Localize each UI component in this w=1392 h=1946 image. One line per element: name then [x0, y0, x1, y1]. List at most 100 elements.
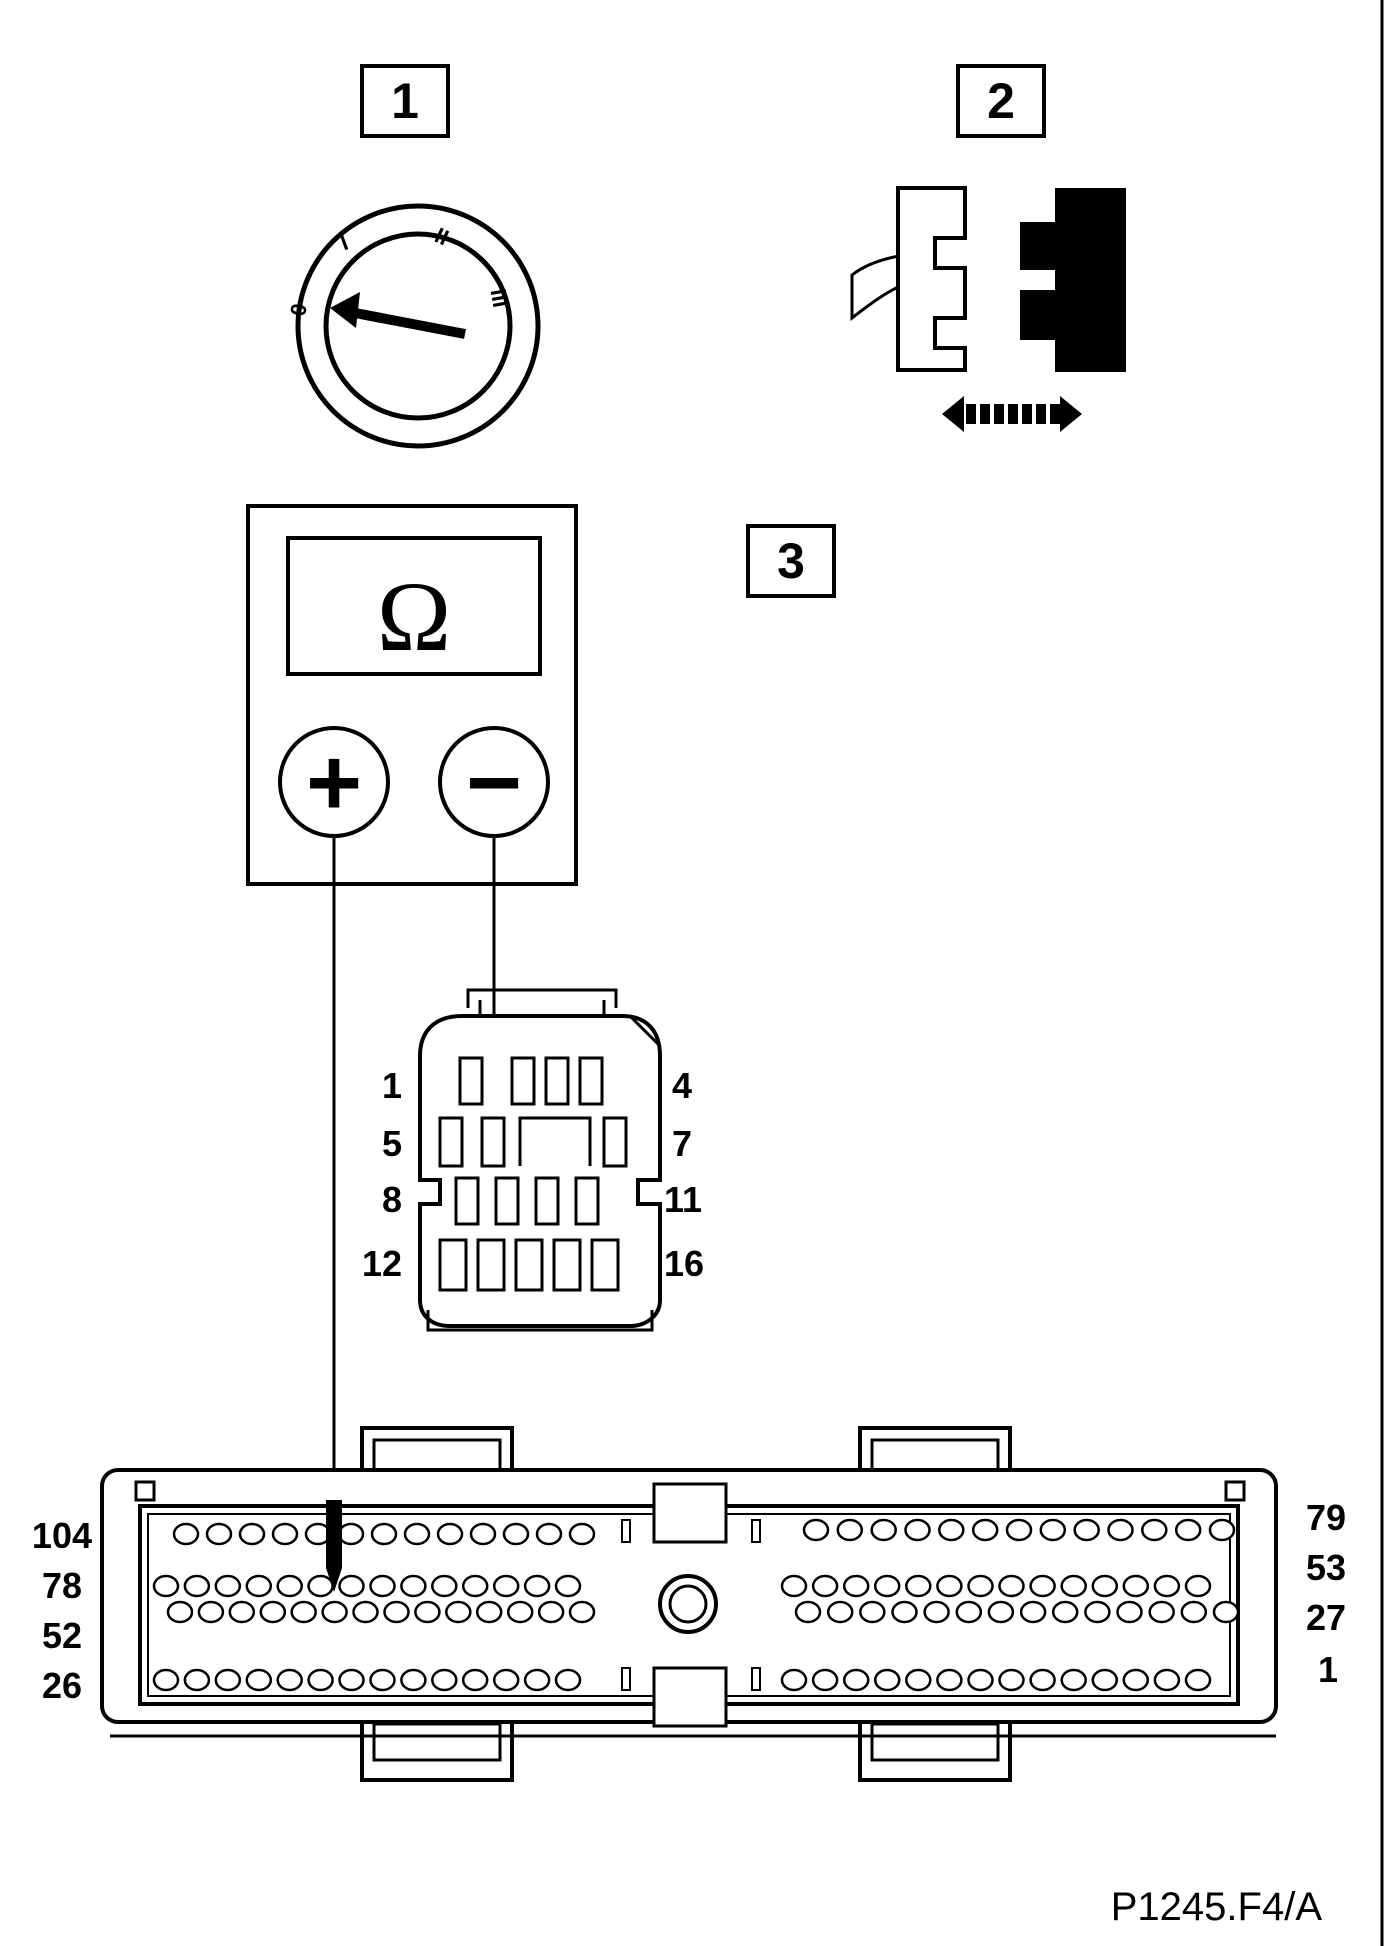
ecu-pin — [811, 1668, 839, 1692]
ecu-pin — [923, 1600, 950, 1624]
ecu-pin — [461, 1668, 489, 1692]
ecu-pin-label-78: 78 — [42, 1565, 82, 1606]
ecu-pin — [1091, 1668, 1119, 1692]
ecu-pin — [152, 1574, 180, 1598]
ecu-pin — [554, 1574, 582, 1598]
switch-position-3: III — [486, 287, 514, 309]
ecu-pin — [245, 1668, 273, 1692]
ecu-pin — [469, 1522, 497, 1546]
step-3-box — [746, 524, 836, 598]
ecu-pin — [431, 1668, 458, 1692]
ecu-pin — [492, 1574, 520, 1598]
pin-label-5: 5 — [382, 1123, 402, 1164]
switch-position-0: 0 — [285, 302, 312, 318]
connector-16-pin-labels: 1 5 8 12 4 7 11 16 — [362, 1065, 704, 1284]
ecu-pin — [1208, 1518, 1236, 1542]
ecu-pin — [905, 1574, 932, 1598]
pin-label-11: 11 — [664, 1179, 702, 1220]
ecu-pin — [891, 1600, 918, 1624]
ecu-pin — [152, 1668, 180, 1692]
ecu-pin — [938, 1518, 965, 1542]
ecu-pin — [338, 1574, 365, 1598]
ecu-pin — [568, 1600, 596, 1624]
ecu-pin — [1153, 1574, 1181, 1598]
ecu-pin — [1180, 1600, 1208, 1624]
ecu-pin-label-52: 52 — [42, 1615, 82, 1656]
ecu-connector-labels: 104 78 52 26 79 53 27 1 — [32, 1497, 1346, 1706]
ecu-pin — [967, 1574, 994, 1598]
ignition-switch-icon: 0 I II III — [285, 203, 541, 449]
ecu-pin — [245, 1574, 273, 1598]
multimeter: Ω + − — [246, 504, 578, 886]
ecu-pin — [1019, 1600, 1047, 1624]
ecu-pin — [1084, 1600, 1111, 1624]
ecu-pin — [369, 1668, 396, 1692]
ecu-pin — [1141, 1518, 1168, 1542]
ecu-pin — [400, 1668, 427, 1692]
ecu-pin-grid — [152, 1518, 1240, 1692]
ecu-pin — [780, 1574, 808, 1598]
connector-disconnect-icon — [850, 186, 1126, 432]
pin-label-7: 7 — [672, 1123, 692, 1164]
ecu-pin — [1029, 1668, 1056, 1692]
ecu-pin-label-79: 79 — [1306, 1497, 1346, 1538]
ecu-pin — [183, 1668, 211, 1692]
ecu-pin — [1060, 1668, 1087, 1692]
ecu-pin — [276, 1574, 303, 1598]
ecu-pin — [811, 1574, 839, 1598]
ecu-pin — [1060, 1574, 1087, 1598]
ecu-pin-label-1: 1 — [1318, 1649, 1338, 1690]
ecu-pin — [370, 1522, 398, 1546]
ecu-pin — [337, 1522, 365, 1546]
ecu-pin — [228, 1600, 256, 1624]
ecu-pin — [955, 1600, 983, 1624]
ecu-pin — [1029, 1574, 1056, 1598]
ecu-pin — [1039, 1518, 1067, 1542]
ecu-pin — [1051, 1600, 1079, 1624]
pin-label-16: 16 — [664, 1243, 704, 1284]
pin-label-4: 4 — [672, 1065, 692, 1106]
positive-probe-tip — [326, 1500, 342, 1592]
ecu-pin — [436, 1522, 464, 1546]
ecu-pin — [904, 1518, 931, 1542]
ecu-pin — [502, 1522, 530, 1546]
ecu-pin — [836, 1518, 864, 1542]
positive-terminal-label: + — [306, 729, 362, 836]
ohm-symbol: Ω — [377, 561, 451, 672]
ecu-pin — [259, 1600, 287, 1624]
ecu-pin — [1153, 1668, 1181, 1692]
ecu-pin — [1174, 1518, 1202, 1542]
step-2-group: 2 — [956, 64, 1046, 138]
ecu-pin — [214, 1668, 242, 1692]
ecu-pin — [506, 1600, 534, 1624]
ecu-pin — [936, 1668, 963, 1692]
ecu-pin — [183, 1574, 211, 1598]
ecu-pin — [172, 1522, 200, 1546]
ecu-pin — [369, 1574, 396, 1598]
ecu-pin — [1107, 1518, 1134, 1542]
ecu-pin — [403, 1522, 431, 1546]
ecu-pin — [870, 1518, 897, 1542]
ecu-pin — [338, 1668, 365, 1692]
ecu-pin — [400, 1574, 427, 1598]
ecu-pin — [383, 1600, 410, 1624]
ecu-pin — [1005, 1518, 1033, 1542]
ecu-pin — [205, 1522, 233, 1546]
step-1-number: 1 — [391, 73, 419, 129]
step-2-box — [956, 64, 1046, 138]
ecu-pin-label-27: 27 — [1306, 1597, 1346, 1638]
ecu-pin — [1116, 1600, 1143, 1624]
figure-reference: P1245.F4/A — [1111, 1885, 1323, 1929]
multimeter-display — [286, 536, 542, 676]
ecu-pin — [842, 1574, 870, 1598]
ecu-pin — [321, 1600, 348, 1624]
pin-label-8: 8 — [382, 1179, 402, 1220]
ecu-pin — [475, 1600, 503, 1624]
ecu-pin — [414, 1600, 441, 1624]
ecu-pin — [307, 1668, 334, 1692]
ecu-pin — [1148, 1600, 1175, 1624]
ecu-pin — [802, 1518, 830, 1542]
ecu-pin — [1212, 1600, 1240, 1624]
ecu-pin — [568, 1522, 596, 1546]
